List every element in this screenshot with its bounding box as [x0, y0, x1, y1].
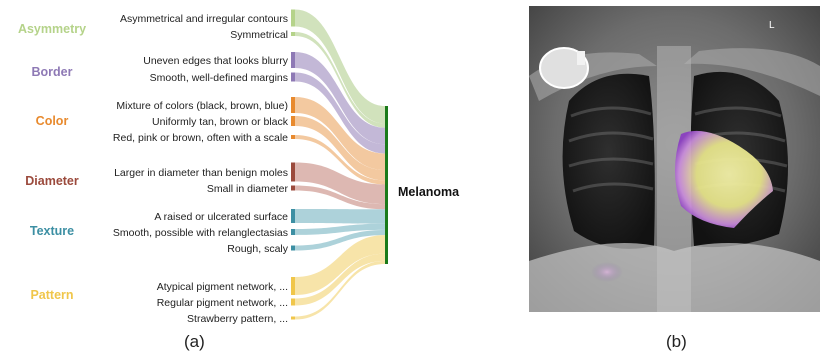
feature-node — [291, 299, 295, 306]
feature-label: Uneven edges that looks blurry — [143, 55, 288, 67]
feature-node — [291, 229, 295, 235]
feature-node — [291, 277, 295, 295]
category-label-border: Border — [32, 65, 73, 79]
feature-node — [291, 209, 295, 223]
laterality-marker: L — [769, 20, 775, 31]
diaphragm — [529, 243, 820, 312]
category-label-texture: Texture — [30, 224, 74, 238]
feature-label: Small in diameter — [207, 183, 289, 195]
feature-label: Rough, scaly — [227, 243, 288, 255]
device-connector — [577, 51, 585, 65]
feature-label: Atypical pigment network, ... — [157, 281, 288, 293]
caption-b: (b) — [666, 332, 687, 352]
feature-label: Symmetrical — [230, 29, 288, 41]
category-label-asymmetry: Asymmetry — [18, 22, 86, 36]
chest-xray-image: L — [529, 6, 820, 312]
feature-label: Smooth, possible with relanglectasias — [113, 227, 288, 239]
feature-label: Larger in diameter than benign moles — [114, 167, 288, 179]
feature-label: Smooth, well-defined margins — [150, 72, 288, 84]
feature-node — [291, 135, 295, 139]
feature-label: Uniformly tan, brown or black — [152, 116, 289, 128]
flow-band — [295, 209, 385, 224]
feature-label: Red, pink or brown, often with a scale — [113, 132, 288, 144]
feature-node — [291, 97, 295, 113]
category-label-pattern: Pattern — [30, 288, 73, 302]
feature-node — [291, 52, 295, 68]
feature-node — [291, 317, 295, 320]
feature-node — [291, 246, 295, 251]
feature-node — [291, 163, 295, 182]
feature-node — [291, 186, 295, 191]
feature-label: A raised or ulcerated surface — [154, 211, 288, 223]
category-label-diameter: Diameter — [25, 174, 79, 188]
feature-node — [291, 10, 295, 27]
feature-node — [291, 116, 295, 126]
feature-label: Asymmetrical and irregular contours — [120, 13, 288, 25]
feature-label: Mixture of colors (black, brown, blue) — [116, 100, 288, 112]
caption-a: (a) — [184, 332, 205, 352]
target-label: Melanoma — [398, 185, 460, 199]
feature-label: Strawberry pattern, ... — [187, 313, 288, 325]
heatmap-spot — [591, 262, 623, 282]
feature-label: Regular pigment network, ... — [157, 297, 288, 309]
feature-node — [291, 73, 295, 82]
sankey-diagram: Asymmetry Asymmetrical and irregular cont… — [0, 0, 520, 330]
feature-node — [291, 32, 295, 36]
category-label-color: Color — [36, 114, 69, 128]
target-node — [385, 106, 388, 264]
